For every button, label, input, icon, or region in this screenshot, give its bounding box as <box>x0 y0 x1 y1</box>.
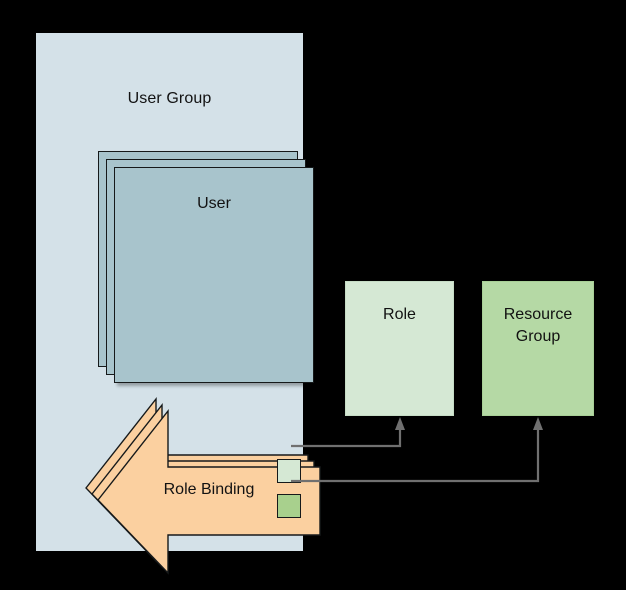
user-group-container[interactable]: User Group User <box>36 33 321 575</box>
role-binding-arrow-front[interactable] <box>97 408 321 575</box>
user-group-label: User Group <box>127 90 212 107</box>
role-binding-stack[interactable]: Role Binding <box>85 396 321 575</box>
user-label: User <box>197 195 231 212</box>
edge-rolebinding-to-resource-group[interactable] <box>291 417 543 483</box>
role-box[interactable]: Role <box>345 281 454 416</box>
role-binding-role-port[interactable] <box>277 459 301 483</box>
resource-group-label: Resource Group <box>503 306 573 345</box>
user-card-front[interactable]: User <box>114 167 314 383</box>
user-stack[interactable]: User <box>98 151 316 385</box>
role-label: Role <box>383 306 416 323</box>
role-binding-label: Role Binding <box>163 481 255 498</box>
role-binding-resource-port[interactable] <box>277 494 301 518</box>
resource-group-box[interactable]: Resource Group <box>482 281 594 416</box>
